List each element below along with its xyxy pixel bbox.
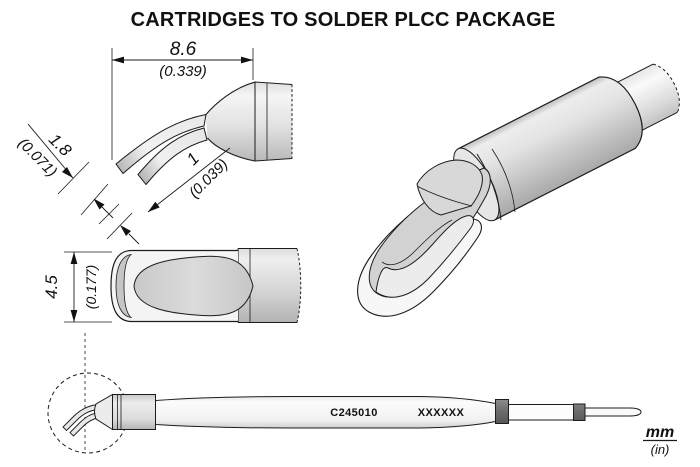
tip-paddle-face (133, 255, 254, 317)
tip-prong-lower (137, 127, 208, 186)
page-title: CARTRIDGES TO SOLDER PLCC PACKAGE (131, 9, 556, 31)
blade-hook (375, 215, 474, 298)
mini-cone (94, 393, 113, 431)
dim-tip-width-inch: (0.177) (83, 265, 99, 309)
dim-tip-width: 4.5 (0.177) (42, 251, 112, 323)
part-number-text: C245010 (330, 407, 377, 419)
tip-cone (206, 82, 292, 161)
dim-prong-thickness-mm: 1 (183, 149, 203, 169)
tip-side-detail-view: 8.6 (0.339) 1.8 (0.071) 1 (0.039) (15, 39, 293, 245)
collar (112, 394, 156, 430)
mini-prong-lower (69, 411, 100, 437)
cartridge-side-view: C245010 XXXXXX (47, 372, 642, 454)
units-note: mm (in) (643, 424, 677, 457)
tip-prong-upper (115, 113, 207, 175)
mini-prong-upper (62, 403, 99, 432)
break-edge (296, 248, 302, 323)
units-in-label: (in) (651, 442, 670, 457)
cartridge-3d-view (357, 63, 680, 317)
tip-top-detail-view: 4.5 (0.177) (42, 247, 302, 452)
dim-tip-length: 8.6 (0.339) (111, 39, 254, 160)
mid-section (508, 404, 574, 421)
shank-cylinder (238, 248, 301, 323)
dim-tip-thickness-mm: 1.8 (45, 130, 76, 161)
dim-tip-thickness: 1.8 (0.071) (15, 123, 114, 219)
cone-cut-face (416, 159, 483, 216)
tip-edge-crescent (115, 253, 133, 319)
dim-tip-length-inch: (0.339) (159, 63, 207, 80)
units-mm-label: mm (646, 424, 674, 441)
dark-band-1 (495, 399, 509, 424)
break-edge (652, 63, 680, 113)
end-rod (584, 407, 642, 417)
serial-placeholder-text: XXXXXX (418, 407, 465, 419)
dim-tip-width-mm: 4.5 (42, 275, 61, 299)
dim-tip-length-mm: 8.6 (170, 39, 197, 60)
dark-band-2 (573, 403, 586, 421)
